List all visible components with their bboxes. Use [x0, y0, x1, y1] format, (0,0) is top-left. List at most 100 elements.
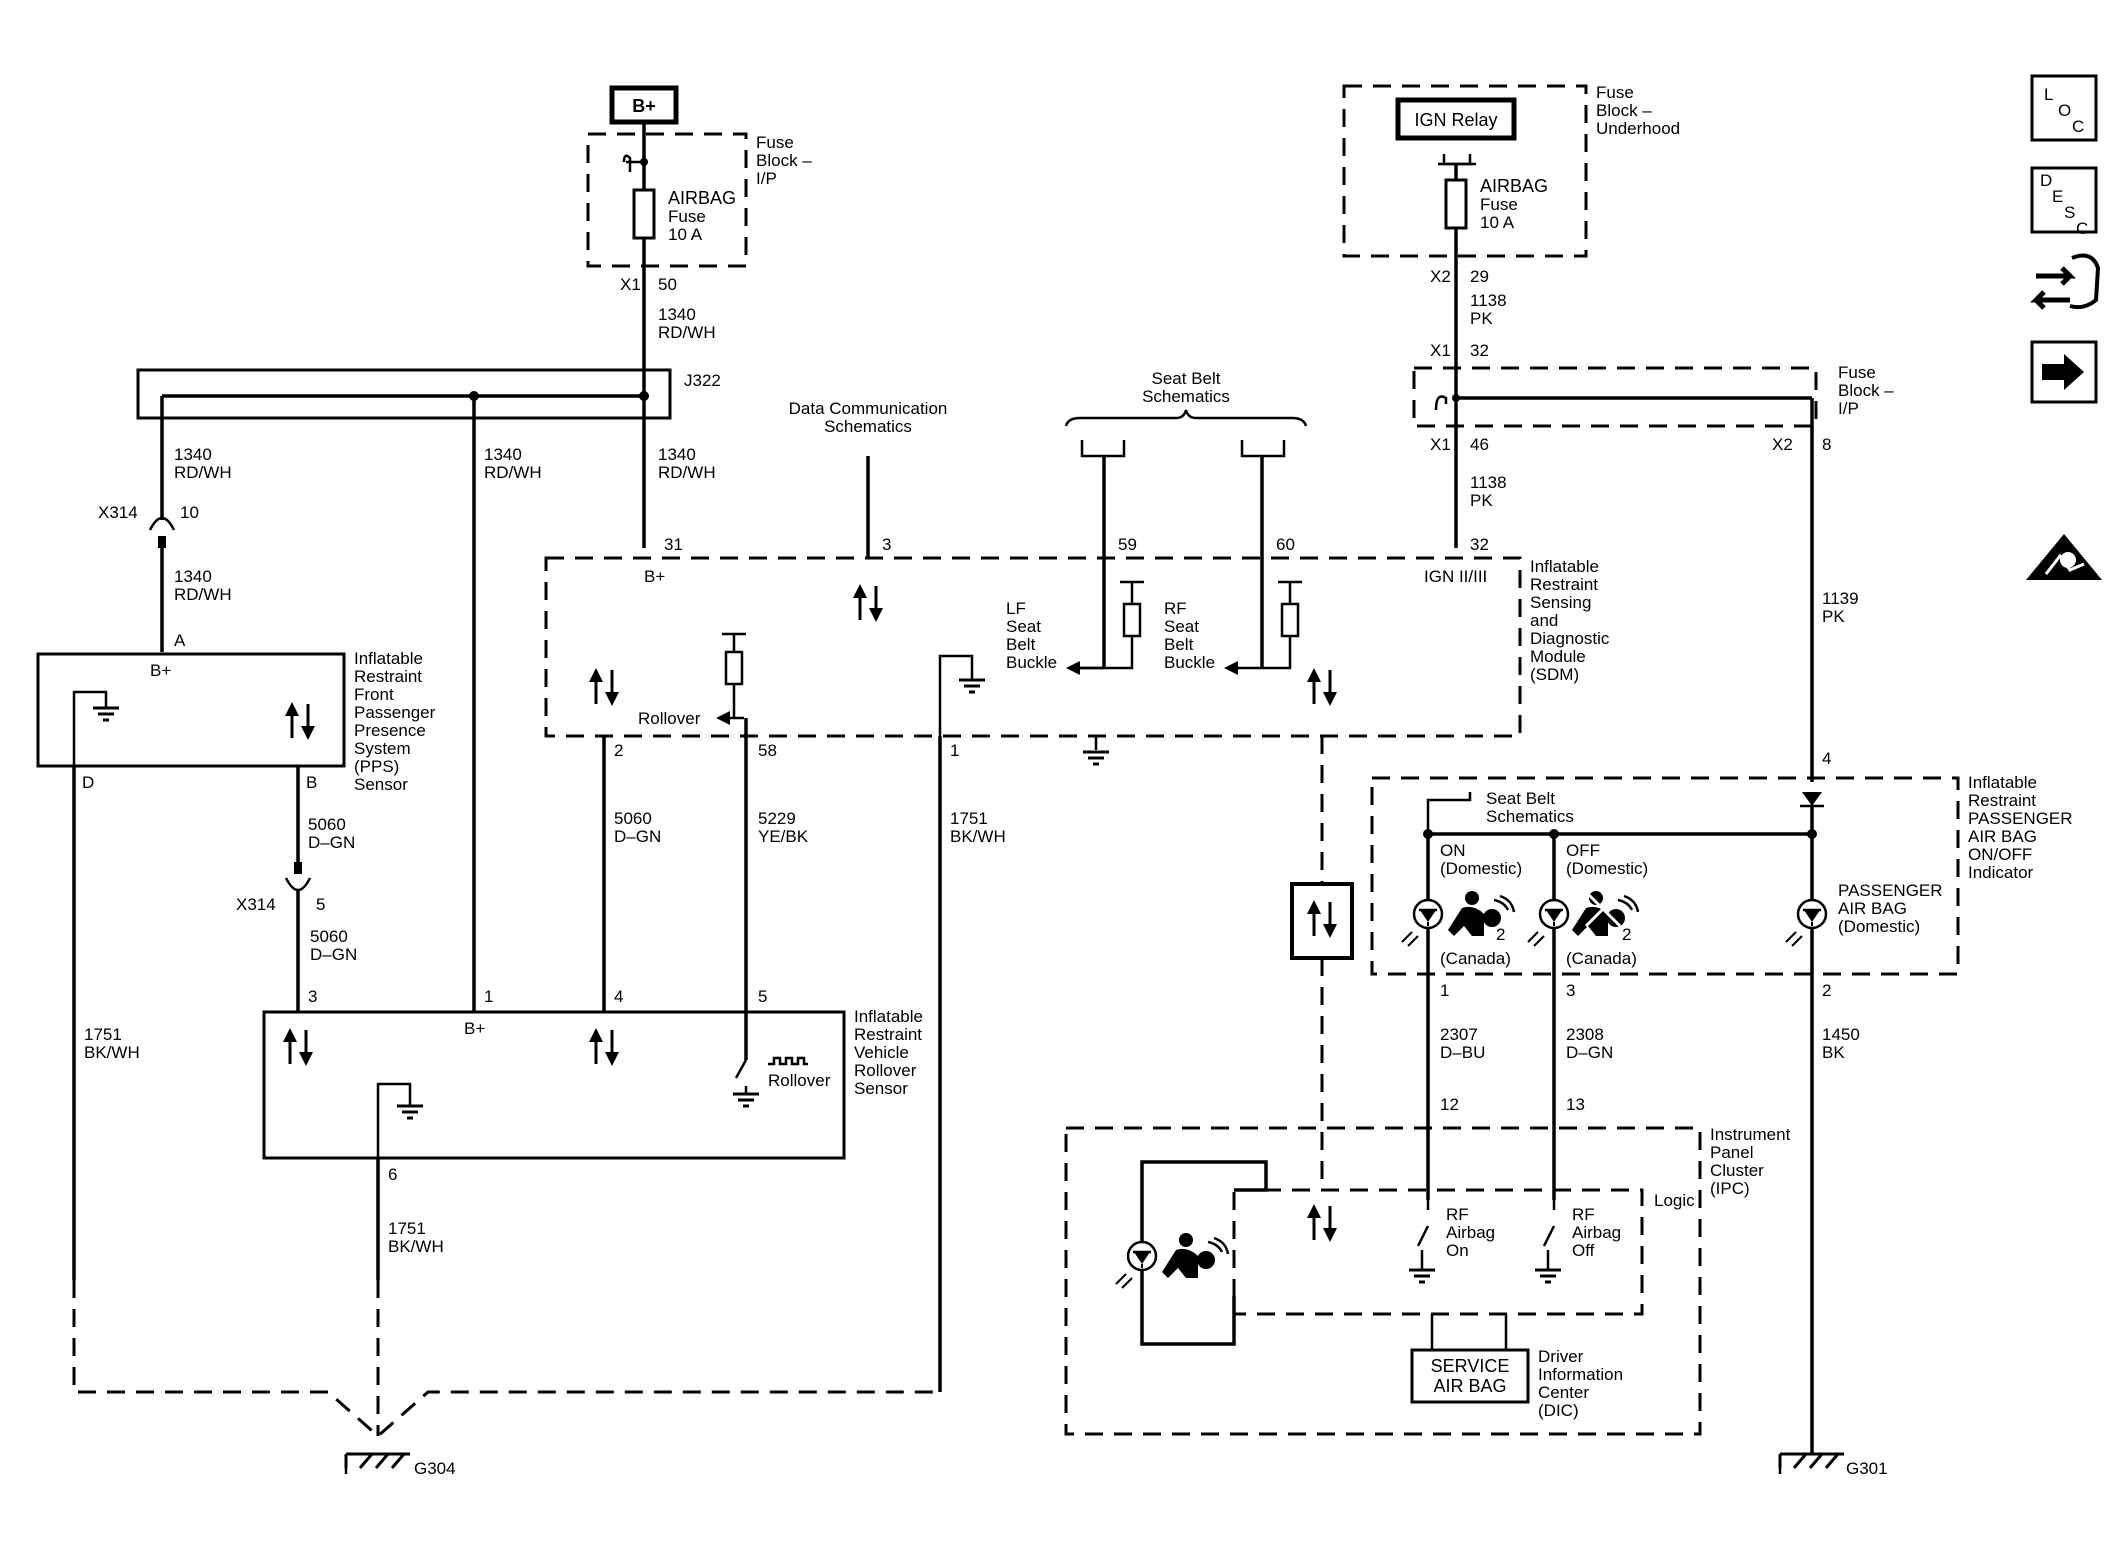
wire-1340-right-label: 1340 RD/WH: [658, 445, 716, 482]
pi-diode-icon: [1802, 792, 1822, 806]
wire-2308-label: 2308 D–GN: [1566, 1025, 1613, 1062]
g301-label: G301: [1846, 1459, 1888, 1478]
svg-text:Restraint: Restraint: [1530, 575, 1598, 594]
pi-pin-2: 2: [1822, 981, 1831, 1000]
svg-text:1139: 1139: [1822, 589, 1859, 608]
svg-text:RD/WH: RD/WH: [658, 463, 716, 482]
svg-text:Indicator: Indicator: [1968, 863, 2034, 882]
rs-pin-4: 4: [614, 987, 623, 1006]
rollover-sensor-box: [262, 1010, 846, 1160]
fuse-ip-pin: 50: [658, 275, 677, 294]
svg-text:Schematics: Schematics: [824, 417, 912, 436]
svg-text:Schematics: Schematics: [1486, 807, 1574, 826]
ipc-box: [1064, 1126, 1702, 1436]
rs-sdm-arrows-icon: [587, 1026, 621, 1068]
svg-text:Module: Module: [1530, 647, 1586, 666]
pps-pin-a: A: [174, 631, 186, 650]
svg-text:(DIC): (DIC): [1538, 1401, 1579, 1420]
ipc-label: Instrument Panel Cluster (IPC): [1710, 1125, 1791, 1198]
sdm-pin-58: 58: [758, 741, 777, 760]
pi-pin-3: 3: [1566, 981, 1575, 1000]
svg-text:10 A: 10 A: [668, 225, 703, 244]
svg-text:Fuse: Fuse: [1838, 363, 1876, 382]
svg-text:(PPS): (PPS): [354, 757, 399, 776]
connector-pull-icon[interactable]: [2029, 253, 2101, 310]
fuse-ip2-pin-in: 32: [1470, 341, 1489, 360]
wire-5060-x314-label: 5060 D–GN: [310, 927, 357, 964]
svg-text:1138: 1138: [1470, 473, 1507, 492]
svg-text:Off: Off: [1572, 1241, 1595, 1260]
service-airbag-display: [1410, 1348, 1530, 1404]
fuse-uh-conn: X2: [1430, 267, 1451, 286]
svg-text:(Domestic): (Domestic): [1838, 917, 1920, 936]
sdm-pin-60: 60: [1276, 535, 1295, 554]
sdm-case-ground-icon: [1081, 750, 1111, 766]
svg-text:Fuse: Fuse: [1596, 83, 1634, 102]
svg-text:Inflatable: Inflatable: [1530, 557, 1599, 576]
svg-text:RF: RF: [1572, 1205, 1595, 1224]
pi-num-2b: 2: [1622, 925, 1631, 944]
svg-text:PASSENGER: PASSENGER: [1968, 809, 2073, 828]
next-arrow-icon[interactable]: [2030, 340, 2098, 404]
serial-data-link-box: [1290, 882, 1354, 960]
fuse-block-ip-label: Fuse Block – I/P: [756, 133, 812, 188]
sdm-label: Inflatable Restraint Sensing and Diagnos…: [1530, 557, 1610, 684]
svg-text:ON: ON: [1440, 841, 1466, 860]
svg-text:RD/WH: RD/WH: [174, 585, 232, 604]
svg-text:Airbag: Airbag: [1572, 1223, 1621, 1242]
svg-text:Seat Belt: Seat Belt: [1152, 369, 1221, 388]
rf-buckle-resistor: [1280, 602, 1300, 638]
x314-connector-b: [284, 877, 312, 892]
wire-1138-sdm-label: 1138 PK: [1470, 473, 1507, 510]
loc-icon[interactable]: L O C: [2030, 74, 2098, 142]
svg-text:Schematics: Schematics: [1142, 387, 1230, 406]
pi-canada-1: (Canada): [1440, 949, 1511, 968]
sdm-ign: IGN II/III: [1424, 567, 1487, 586]
sdm-internal-ground-icon: [957, 678, 987, 694]
svg-text:BK: BK: [1822, 1043, 1845, 1062]
desc-icon[interactable]: D E S C: [2030, 166, 2098, 238]
svg-text:D–BU: D–BU: [1440, 1043, 1485, 1062]
pi-off-lamp-icon: [1526, 898, 1570, 948]
seat-belt-top-label: Seat Belt Schematics: [1142, 369, 1230, 406]
svg-text:PK: PK: [1470, 491, 1493, 510]
svg-text:PASSENGER: PASSENGER: [1838, 881, 1943, 900]
svg-text:1340: 1340: [174, 445, 212, 464]
svg-text:O: O: [2058, 101, 2071, 120]
svg-text:Diagnostic: Diagnostic: [1530, 629, 1610, 648]
airbag-warning-icon[interactable]: [2026, 534, 2102, 580]
svg-text:System: System: [354, 739, 411, 758]
fuse-ip2-pin-out1: 46: [1470, 435, 1489, 454]
svg-text:D–GN: D–GN: [310, 945, 357, 964]
rs-internal-ground-icon: [395, 1104, 425, 1120]
svg-text:5060: 5060: [310, 927, 348, 946]
svg-text:1751: 1751: [388, 1219, 426, 1238]
rs-pin-1: 1: [484, 987, 493, 1006]
svg-text:C: C: [2076, 219, 2088, 238]
wire-5060-pps-label: 5060 D–GN: [308, 815, 355, 852]
wire-1340-left-label: 1340 RD/WH: [174, 445, 232, 482]
wire-1138-top-label: 1138 PK: [1470, 291, 1507, 328]
svg-text:Fuse: Fuse: [668, 207, 706, 226]
pps-ground-icon: [91, 706, 121, 722]
svg-text:5060: 5060: [308, 815, 346, 834]
wire-5060-sdm-label: 5060 D–GN: [614, 809, 661, 846]
rs-switch-ground-icon: [731, 1092, 761, 1108]
rs-pin-5: 5: [758, 987, 767, 1006]
svg-text:AIRBAG: AIRBAG: [1480, 176, 1548, 196]
fuse-block-ip2-label: Fuse Block – I/P: [1838, 363, 1894, 418]
splice-j322: [136, 368, 672, 420]
svg-text:2308: 2308: [1566, 1025, 1604, 1044]
svg-text:BK/WH: BK/WH: [950, 827, 1006, 846]
svg-text:Belt: Belt: [1006, 635, 1036, 654]
x314-b-pin: 5: [316, 895, 325, 914]
wire-1751-sdm-label: 1751 BK/WH: [950, 809, 1006, 846]
svg-text:BK/WH: BK/WH: [84, 1043, 140, 1062]
pass-indicator-box: [1370, 776, 1960, 976]
x314-connector-a: [148, 516, 176, 531]
svg-text:Block –: Block –: [756, 151, 812, 170]
svg-text:1340: 1340: [484, 445, 522, 464]
sdm-pin-1: 1: [950, 741, 959, 760]
fuse-block-underhood-label: Fuse Block – Underhood: [1596, 83, 1680, 138]
pps-sensor-label: Inflatable Restraint Front Passenger Pre…: [354, 649, 436, 794]
